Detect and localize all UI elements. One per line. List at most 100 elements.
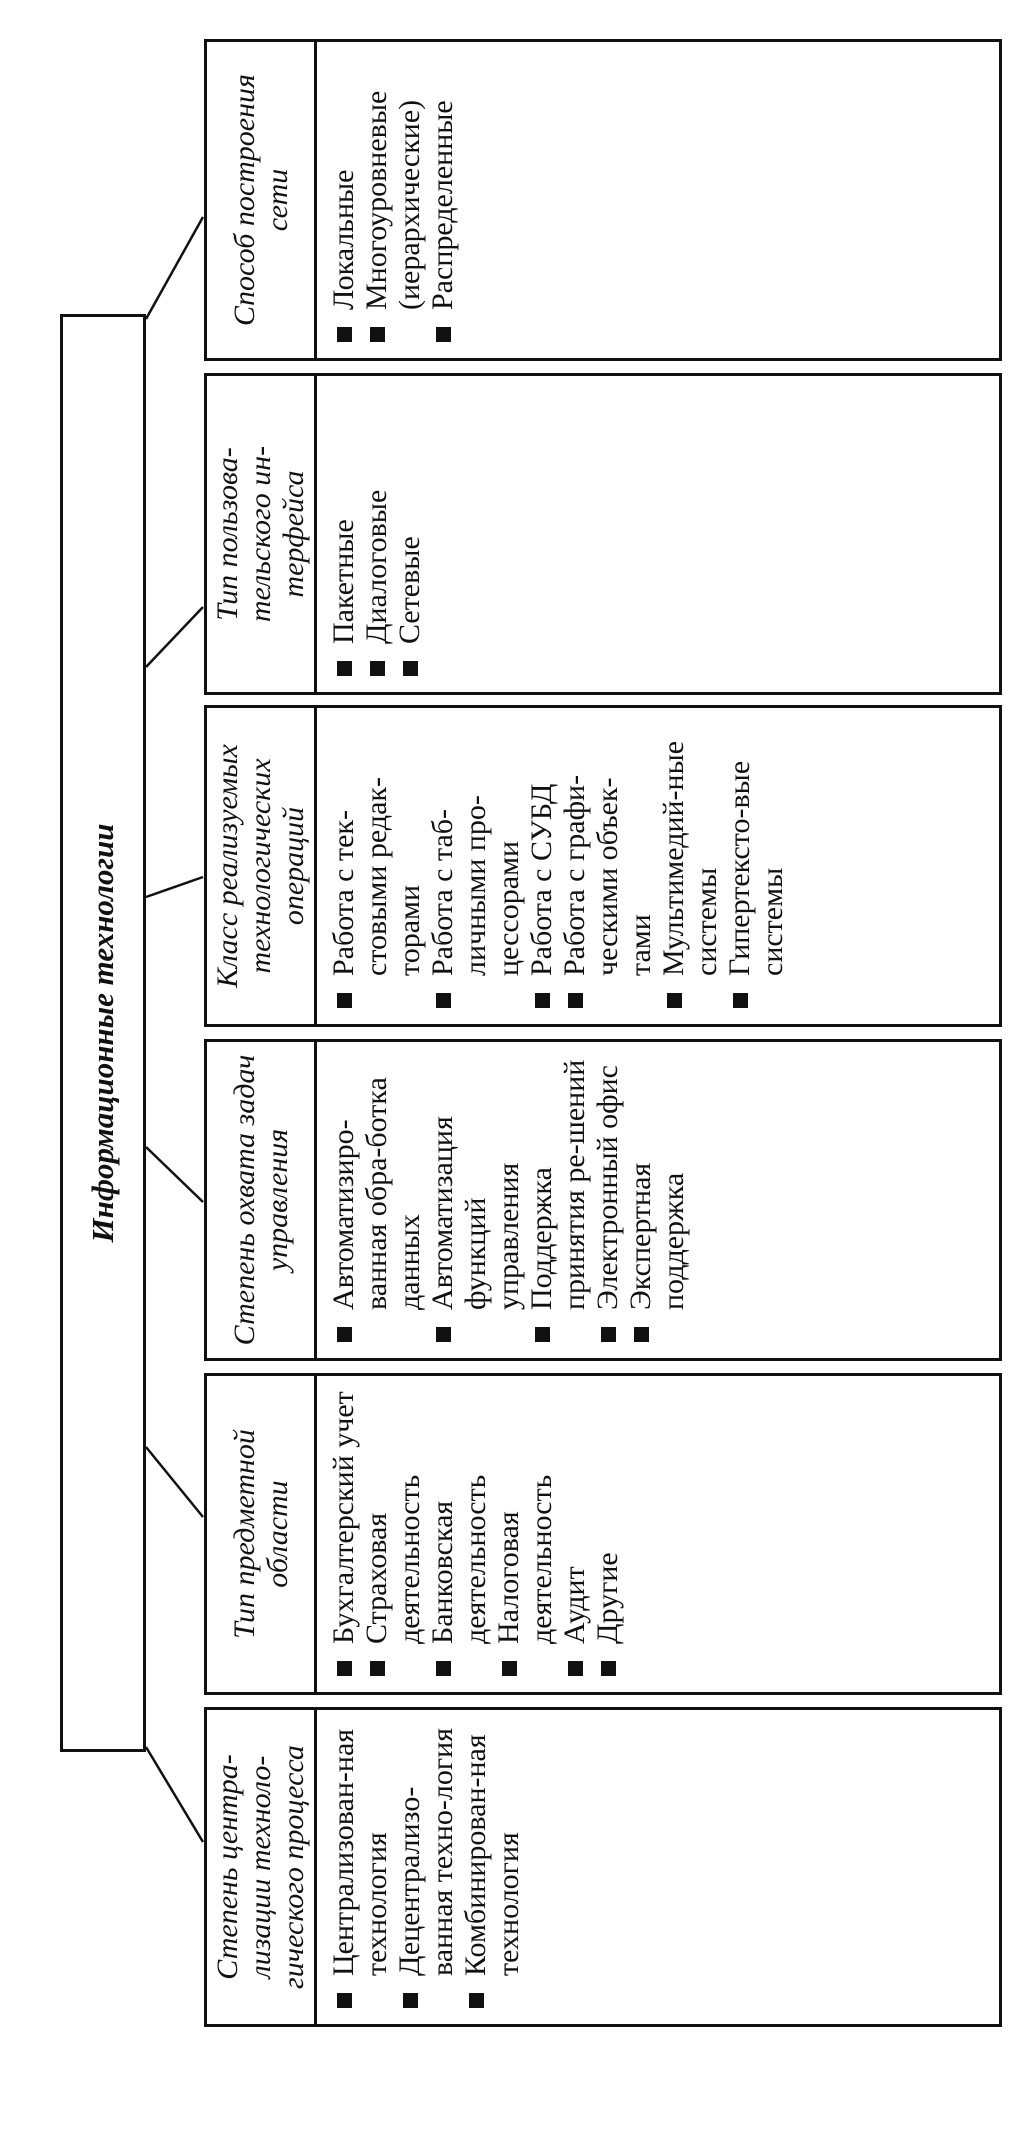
square-bullet-icon xyxy=(667,993,682,1008)
list-item-text: Бухгалтерский учет xyxy=(327,1391,360,1644)
list-item-text: Банковская деятельность xyxy=(426,1474,492,1644)
square-bullet-icon xyxy=(436,327,451,342)
square-bullet-icon xyxy=(502,1661,517,1676)
category-list: Бухгалтерский учет Страховая деятельност… xyxy=(317,1376,624,1692)
list-item-text: Централизован-ная технология xyxy=(327,1728,393,1976)
connector-line-2 xyxy=(145,1446,204,1518)
list-item: Диалоговые xyxy=(360,384,393,680)
connector-line-4 xyxy=(145,875,204,899)
list-item-text: Пакетные xyxy=(327,519,360,644)
list-item: Налоговая деятельность xyxy=(492,1384,558,1680)
category-box-network-structure: Способ построения сети Локальные Многоур… xyxy=(204,39,1002,361)
category-header: Тип предметной области xyxy=(207,1376,317,1692)
list-item: Пакетные xyxy=(327,384,360,680)
list-item-text: Работа с тек-стовыми редак-торами xyxy=(327,777,426,976)
category-list: Работа с тек-стовыми редак-торами Работа… xyxy=(317,708,789,1024)
list-item-text: Мультимедий-ные системы xyxy=(657,740,723,976)
square-bullet-icon xyxy=(370,327,385,342)
square-bullet-icon xyxy=(535,1327,550,1342)
square-bullet-icon xyxy=(337,1661,352,1676)
category-list: Автоматизиро-ванная обра-ботка данных Ав… xyxy=(317,1042,690,1358)
category-header: Класс реализуемых технологических операц… xyxy=(207,708,317,1024)
list-item: Сетевые xyxy=(393,384,426,680)
list-item: Работа с СУБД xyxy=(525,716,558,1012)
square-bullet-icon xyxy=(337,661,352,676)
list-item-text: Децентрализо-ванная техно-логия xyxy=(393,1727,459,1976)
square-bullet-icon xyxy=(568,1661,583,1676)
list-item: Распределенные xyxy=(426,50,459,346)
list-item: Банковская деятельность xyxy=(426,1384,492,1680)
list-item-text: Локальные xyxy=(327,169,360,310)
square-bullet-icon xyxy=(337,993,352,1008)
square-bullet-icon xyxy=(436,1327,451,1342)
list-item: Электронный офис xyxy=(591,1050,624,1346)
category-header: Степень охвата задач управления xyxy=(207,1042,317,1358)
category-list: Локальные Многоуровневые (иерархические)… xyxy=(317,42,459,358)
list-item-text: Комбинирован-ная технология xyxy=(459,1734,525,1976)
category-header: Способ построения сети xyxy=(207,42,317,358)
list-item: Комбинирован-ная технология xyxy=(459,1718,525,2012)
category-box-operations-class: Класс реализуемых технологических операц… xyxy=(204,705,1002,1027)
list-item: Автоматизиро-ванная обра-ботка данных xyxy=(327,1050,426,1346)
square-bullet-icon xyxy=(601,1327,616,1342)
list-item-text: Страховая деятельность xyxy=(360,1474,426,1644)
list-item: Работа с графи-ческими объек-тами xyxy=(558,716,657,1012)
category-box-subject-area: Тип предметной области Бухгалтерский уче… xyxy=(204,1373,1002,1695)
category-box-management-coverage: Степень охвата задач управления Автомати… xyxy=(204,1039,1002,1361)
list-item: Экспертная поддержка xyxy=(624,1050,690,1346)
square-bullet-icon xyxy=(370,661,385,676)
square-bullet-icon xyxy=(601,1661,616,1676)
list-item-text: Работа с графи-ческими объек-тами xyxy=(558,774,657,976)
square-bullet-icon xyxy=(733,993,748,1008)
list-item-text: Автоматизиро-ванная обра-ботка данных xyxy=(327,1077,426,1310)
list-item-text: Многоуровневые (иерархические) xyxy=(360,90,426,310)
list-item: Поддержка принятия ре-шений xyxy=(525,1050,591,1346)
list-item-text: Распределенные xyxy=(426,100,459,310)
category-list: Пакетные Диалоговые Сетевые xyxy=(317,376,426,692)
connector-line-3 xyxy=(145,1146,204,1203)
category-header: Тип пользова-тельского ин-терфейса xyxy=(207,376,317,692)
square-bullet-icon xyxy=(337,327,352,342)
list-item: Другие xyxy=(591,1384,624,1680)
square-bullet-icon xyxy=(535,993,550,1008)
list-item-text: Диалоговые xyxy=(360,489,393,644)
square-bullet-icon xyxy=(634,1327,649,1342)
list-item: Страховая деятельность xyxy=(360,1384,426,1680)
list-item-text: Автоматизация функций управления xyxy=(426,1116,525,1310)
square-bullet-icon xyxy=(403,1993,418,2008)
list-item: Гипертексто-вые системы xyxy=(723,716,789,1012)
square-bullet-icon xyxy=(436,993,451,1008)
square-bullet-icon xyxy=(370,1661,385,1676)
category-header: Степень центра-лизации техноло-гического… xyxy=(207,1710,317,2024)
square-bullet-icon xyxy=(568,993,583,1008)
list-item: Бухгалтерский учет xyxy=(327,1384,360,1680)
list-item-text: Экспертная поддержка xyxy=(624,1162,690,1310)
square-bullet-icon xyxy=(337,1993,352,2008)
connector-line-1 xyxy=(144,1746,205,1843)
root-node: Информационные технологии xyxy=(60,314,146,1752)
connector-line-6 xyxy=(144,216,205,320)
square-bullet-icon xyxy=(403,661,418,676)
list-item-text: Налоговая деятельность xyxy=(492,1474,558,1644)
category-box-centralization: Степень центра-лизации техноло-гического… xyxy=(204,1707,1002,2027)
list-item: Работа с тек-стовыми редак-торами xyxy=(327,716,426,1012)
list-item-text: Поддержка принятия ре-шений xyxy=(525,1059,591,1310)
root-title: Информационные технологии xyxy=(85,823,120,1243)
square-bullet-icon xyxy=(469,1993,484,2008)
square-bullet-icon xyxy=(436,1661,451,1676)
list-item: Централизован-ная технология xyxy=(327,1718,393,2012)
list-item: Работа с таб-личными про-цессорами xyxy=(426,716,525,1012)
list-item: Мультимедий-ные системы xyxy=(657,716,723,1012)
list-item: Автоматизация функций управления xyxy=(426,1050,525,1346)
list-item-text: Другие xyxy=(591,1552,624,1644)
list-item: Аудит xyxy=(558,1384,591,1680)
list-item-text: Работа с СУБД xyxy=(525,783,558,976)
list-item: Многоуровневые (иерархические) xyxy=(360,50,426,346)
category-box-interface-type: Тип пользова-тельского ин-терфейса Пакет… xyxy=(204,373,1002,695)
connector-line-5 xyxy=(145,606,204,668)
square-bullet-icon xyxy=(337,1327,352,1342)
list-item-text: Электронный офис xyxy=(591,1065,624,1310)
list-item: Локальные xyxy=(327,50,360,346)
